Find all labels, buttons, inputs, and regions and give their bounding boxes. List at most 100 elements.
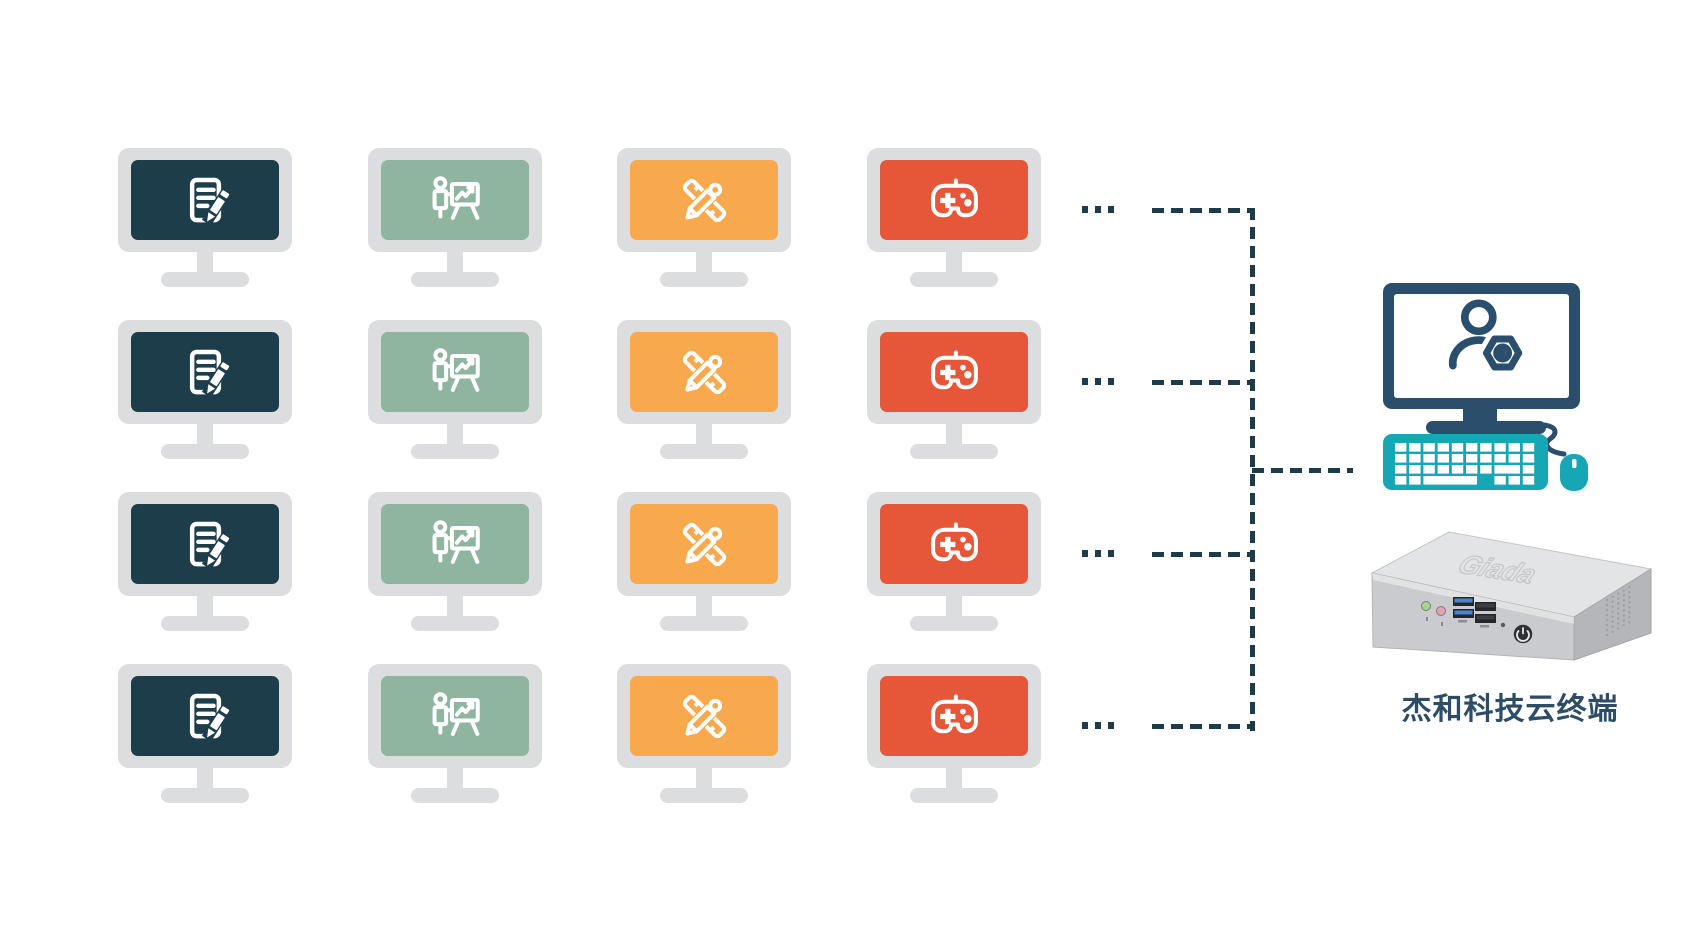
gamepad-icon	[880, 332, 1028, 412]
design-tools-icon	[630, 160, 778, 240]
presentation-icon	[381, 504, 529, 584]
ellipsis-dot	[1095, 722, 1101, 729]
ellipsis-dot	[1082, 550, 1088, 557]
audio-jack	[1421, 601, 1431, 611]
monitor-frame	[118, 148, 292, 252]
monitor-stand-neck	[447, 420, 463, 448]
usb-label	[1480, 625, 1489, 628]
monitor-stand-neck	[197, 420, 213, 448]
monitor-stand-neck	[447, 764, 463, 792]
monitor-stand-neck	[447, 592, 463, 620]
gamepad-icon	[880, 504, 1028, 584]
monitor-gaming	[867, 492, 1041, 633]
ellipsis-dot	[1082, 722, 1088, 729]
monitor-design	[617, 664, 791, 805]
ellipsis-dot	[1108, 378, 1114, 385]
jack-label	[1441, 622, 1443, 626]
monitor-frame	[617, 320, 791, 424]
monitor-presentation	[368, 320, 542, 461]
design-tools-icon	[630, 676, 778, 756]
vent-holes	[1605, 586, 1631, 637]
ellipsis-dot	[1082, 206, 1088, 213]
monitor-office	[118, 664, 292, 805]
ellipsis-dots-row-1	[1082, 206, 1114, 213]
monitor-stand-base	[411, 616, 499, 631]
monitor-stand-neck	[946, 592, 962, 620]
monitor-office	[118, 320, 292, 461]
user-settings-icon	[1448, 299, 1525, 376]
mouse-wheel	[1572, 459, 1577, 468]
monitor-presentation	[368, 492, 542, 633]
monitor-stand-neck	[197, 248, 213, 276]
monitor-gaming	[867, 148, 1041, 289]
monitor-stand-base	[910, 616, 998, 631]
monitor-stand-neck	[447, 248, 463, 276]
presentation-icon	[381, 160, 529, 240]
gamepad-icon	[880, 676, 1028, 756]
mouse-cable	[1541, 422, 1567, 457]
dashed-connector-row-2	[1152, 380, 1252, 385]
monitor-stand-base	[910, 444, 998, 459]
monitor-gaming	[867, 664, 1041, 805]
host-monitor-base	[1426, 421, 1546, 434]
monitor-stand-base	[660, 616, 748, 631]
monitor-stand-neck	[197, 592, 213, 620]
dashed-connector-row-4	[1152, 724, 1252, 729]
design-tools-icon	[630, 332, 778, 412]
keyboard-keys	[1395, 443, 1535, 485]
monitor-stand-neck	[946, 420, 962, 448]
monitor-stand-base	[660, 444, 748, 459]
design-tools-icon	[630, 504, 778, 584]
monitor-stand-base	[660, 788, 748, 803]
dashed-connector-row-3	[1152, 552, 1252, 557]
ellipsis-dot	[1095, 378, 1101, 385]
monitor-office	[118, 492, 292, 633]
mic-jack	[1436, 606, 1446, 616]
reset-hole	[1500, 622, 1506, 628]
monitor-stand-base	[660, 272, 748, 287]
usb-label	[1458, 620, 1467, 623]
ellipsis-dot	[1095, 206, 1101, 213]
monitor-presentation	[368, 664, 542, 805]
mini-pc-side-face	[1573, 568, 1652, 661]
monitor-frame	[118, 664, 292, 768]
monitor-stand-base	[411, 788, 499, 803]
ellipsis-dot	[1108, 722, 1114, 729]
monitor-stand-base	[161, 616, 249, 631]
monitor-presentation	[368, 148, 542, 289]
monitor-stand-neck	[696, 420, 712, 448]
ellipsis-dots-row-3	[1082, 550, 1114, 557]
monitor-stand-base	[161, 788, 249, 803]
mouse	[1560, 454, 1588, 491]
usb-ports-blue	[1453, 597, 1474, 618]
ellipsis-dot	[1095, 550, 1101, 557]
monitor-frame	[118, 320, 292, 424]
dashed-connector-row-1	[1152, 208, 1252, 213]
presentation-icon	[381, 332, 529, 412]
monitor-office	[118, 148, 292, 289]
monitor-frame	[617, 148, 791, 252]
monitor-stand-base	[161, 272, 249, 287]
device-caption: 杰和科技云终端	[1401, 693, 1619, 726]
monitor-frame	[617, 492, 791, 596]
usb-ports-black	[1475, 602, 1496, 623]
monitor-frame	[867, 664, 1041, 768]
monitor-frame	[867, 492, 1041, 596]
monitor-stand-base	[910, 272, 998, 287]
monitor-stand-base	[161, 444, 249, 459]
monitor-frame	[368, 492, 542, 596]
monitor-stand-base	[411, 272, 499, 287]
ellipsis-dots-row-4	[1082, 722, 1114, 729]
monitor-frame	[617, 664, 791, 768]
monitor-stand-base	[910, 788, 998, 803]
monitor-gaming	[867, 320, 1041, 461]
monitor-design	[617, 492, 791, 633]
jack-label	[1426, 617, 1428, 621]
monitor-design	[617, 320, 791, 461]
power-icon	[1516, 627, 1530, 642]
monitor-stand-neck	[946, 764, 962, 792]
monitor-frame	[118, 492, 292, 596]
document-edit-icon	[131, 160, 279, 240]
ellipsis-dot	[1108, 206, 1114, 213]
